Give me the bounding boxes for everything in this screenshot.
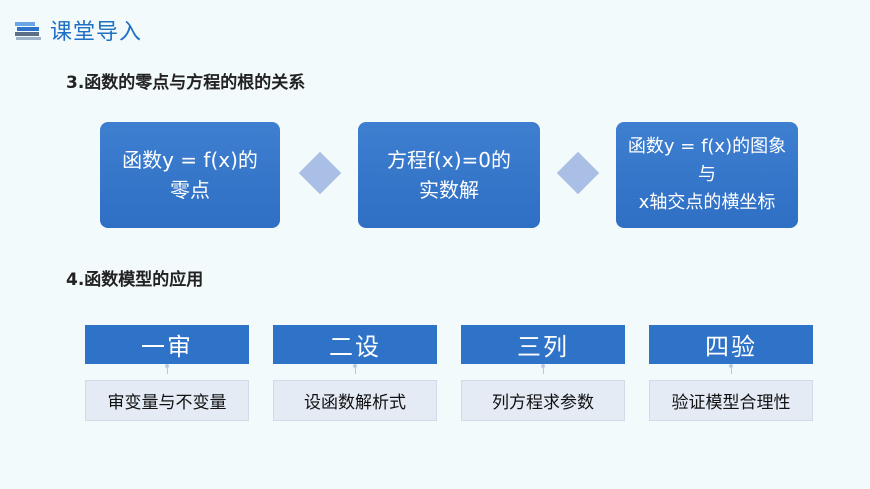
concept-box-graph-intersection: 函数y = f(x)的图象与 x轴交点的横坐标 xyxy=(616,122,798,228)
step-connector xyxy=(729,364,733,374)
page-title: 课堂导入 xyxy=(50,20,143,45)
diamond-connector xyxy=(556,151,600,195)
concept-box-line: 方程f(x)=0的 xyxy=(387,148,511,172)
section-4-title: 4.函数模型的应用 xyxy=(66,270,204,290)
step-connector xyxy=(353,364,357,374)
step-head-verify: 四验 xyxy=(649,325,813,364)
concept-box-line: 零点 xyxy=(169,178,210,202)
step-head-review: 一审 xyxy=(85,325,249,364)
step-head-list: 三列 xyxy=(461,325,625,364)
step-body-verify: 验证模型合理性 xyxy=(649,380,813,421)
concept-box-line: 函数y = f(x)的图象与 xyxy=(627,136,787,185)
books-icon xyxy=(15,22,41,40)
concept-box-equation-root: 方程f(x)=0的 实数解 xyxy=(358,122,540,228)
step-body-review: 审变量与不变量 xyxy=(85,380,249,421)
concept-box-line: x轴交点的横坐标 xyxy=(638,192,776,213)
concept-box-line: 函数y = f(x)的 xyxy=(122,148,258,172)
concept-box-zero-point: 函数y = f(x)的 零点 xyxy=(100,122,280,228)
step-body-list: 列方程求参数 xyxy=(461,380,625,421)
header: 课堂导入 xyxy=(0,0,870,60)
section-3-title: 3.函数的零点与方程的根的关系 xyxy=(66,73,306,93)
step-connector xyxy=(541,364,545,374)
concept-box-line: 实数解 xyxy=(419,178,479,202)
step-connector xyxy=(165,364,169,374)
diamond-connector xyxy=(298,151,342,195)
step-body-set: 设函数解析式 xyxy=(273,380,437,421)
step-head-set: 二设 xyxy=(273,325,437,364)
